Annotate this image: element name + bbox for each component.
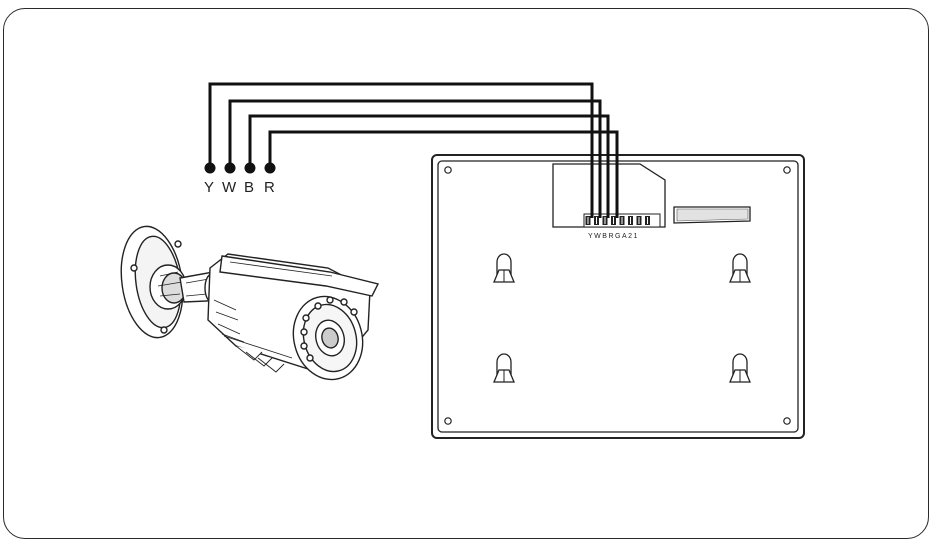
keyhole-slot-icon <box>493 253 515 283</box>
wire-label-b: B <box>244 179 254 196</box>
wire-label-y: Y <box>204 179 214 196</box>
bullet-camera-icon <box>120 225 380 381</box>
diagram-frame <box>3 8 929 539</box>
screw-icon <box>444 417 452 425</box>
keyhole-slot-icon <box>493 353 515 383</box>
wire-end-dot-icon <box>204 162 216 174</box>
wire-label-w: W <box>222 179 237 196</box>
screw-icon <box>783 417 791 425</box>
wire-r <box>268 130 619 218</box>
screw-icon <box>783 166 791 174</box>
keyhole-slot-icon <box>729 353 751 383</box>
screw-icon <box>444 166 452 174</box>
terminal-labels: YWBRGA21 <box>588 233 639 240</box>
wire-end-dot-icon <box>224 162 236 174</box>
wire-end-dot-icon <box>264 162 276 174</box>
keyhole-slot-icon <box>729 253 751 283</box>
wire-labels: Y W B R <box>204 179 275 196</box>
wire-bundle <box>204 82 619 218</box>
wire-b <box>248 114 610 218</box>
wire-end-dot-icon <box>244 162 256 174</box>
wire-label-r: R <box>264 179 275 196</box>
wire-y <box>208 82 594 218</box>
wire-w <box>228 99 602 218</box>
